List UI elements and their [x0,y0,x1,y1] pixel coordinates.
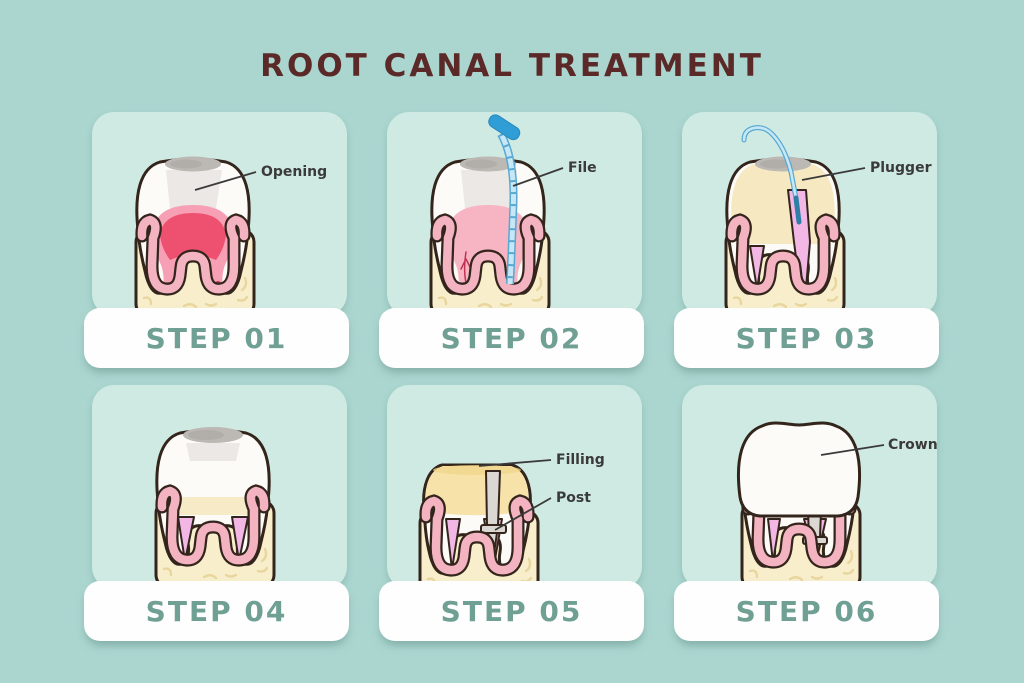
step-5-illustration-card: Filling Post [387,385,642,589]
step-card-6: Crown STEP 06 [674,385,939,641]
step-1-label: STEP 01 [145,321,288,355]
step-1-banner: STEP 01 [84,308,349,368]
annotation-post-line [494,497,552,531]
step-6-illustration-card: Crown [682,385,937,589]
annotation-opening: Opening [261,164,327,180]
step-5-banner: STEP 05 [379,581,644,641]
crown-cap [736,421,862,518]
filled-canals-tooth [154,427,276,585]
annotation-plugger: Plugger [870,160,932,176]
step-card-5: Filling Post STEP 05 [379,385,644,641]
step-6-banner: STEP 06 [674,581,939,641]
step-2-illustration-card: File [387,112,642,316]
annotation-filling-line [478,459,552,467]
tooth-with-crown [736,421,862,585]
annotation-filling: Filling [556,452,605,468]
step-4-banner: STEP 04 [84,581,349,641]
step-1-tooth-illustration: Opening [134,156,327,312]
step-3-tooth-illustration: Plugger [724,125,932,312]
step-2-banner: STEP 02 [379,308,644,368]
page-title: ROOT CANAL TREATMENT [260,48,764,84]
annotation-file: File [568,160,597,176]
step-5-tooth-illustration: Filling Post [418,452,605,585]
step-4-label: STEP 04 [145,594,288,628]
annotation-file-line [512,167,564,187]
annotation-plugger-line [801,167,866,181]
tooth-with-plugger [725,156,841,295]
step-3-illustration-card: Plugger [682,112,937,316]
step-2-tooth-illustration: File [429,114,597,312]
step-4-illustration-card [92,385,347,589]
annotation-crown-line [820,444,885,456]
step-5-label: STEP 05 [440,594,583,628]
step-card-2: File STEP 02 [379,112,644,368]
step-2-label: STEP 02 [440,321,583,355]
plugger-instrument [741,125,802,225]
step-6-label: STEP 06 [735,594,878,628]
step-3-label: STEP 03 [735,321,878,355]
step-1-illustration-card: Opening [92,112,347,316]
annotation-post: Post [556,490,591,506]
step-card-4: STEP 04 [84,385,349,641]
step-4-tooth-illustration [154,427,276,585]
step-6-tooth-illustration: Crown [736,421,937,585]
step-card-3: Plugger STEP 03 [674,112,939,368]
step-card-1: Opening STEP 01 [84,112,349,368]
annotation-crown: Crown [888,437,937,453]
tooth-open-pulpitis [135,156,251,295]
tooth-with-filling-and-post [418,463,540,585]
step-3-banner: STEP 03 [674,308,939,368]
annotation-opening-line [194,171,257,191]
endodontic-file [488,114,521,285]
